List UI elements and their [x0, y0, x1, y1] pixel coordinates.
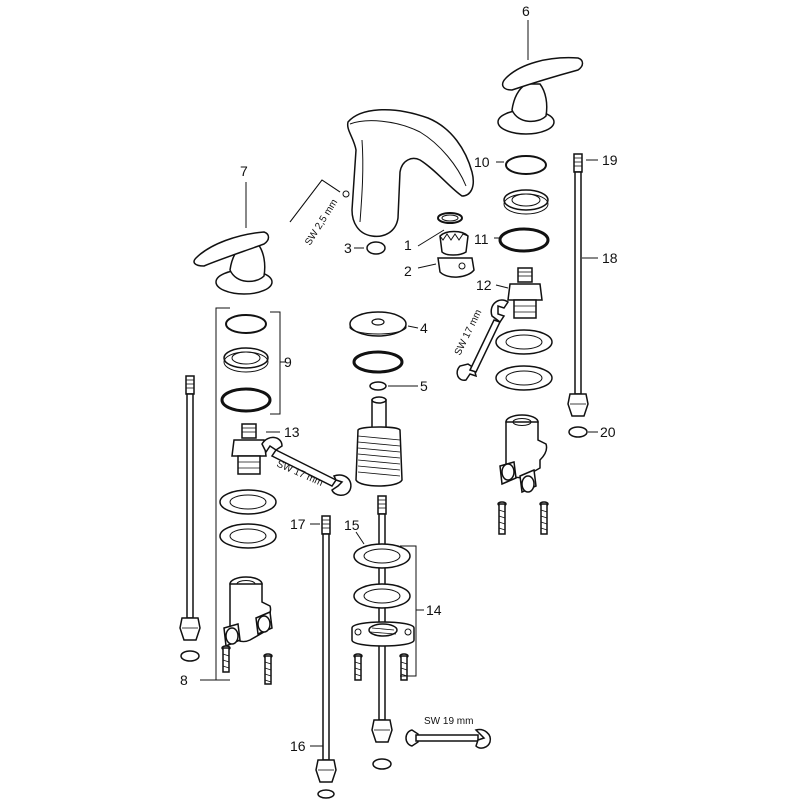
valve-body-right [499, 414, 548, 494]
tool-label-wrench-bottom: SW 19 mm [424, 716, 473, 727]
seal-washer-left [223, 347, 269, 373]
part-label-13: 13 [284, 424, 300, 440]
aerator [439, 230, 469, 256]
leader-1 [417, 229, 445, 247]
bracket-9 [270, 311, 281, 415]
part-label-9: 9 [284, 354, 292, 370]
hose-seal-right [568, 426, 588, 438]
part-label-1: 1 [404, 237, 412, 253]
part-label-16: 16 [290, 738, 306, 754]
screw-right-a [497, 501, 507, 535]
screw-left-a [221, 645, 231, 673]
gasket-right-light [495, 365, 553, 391]
handle-left [193, 231, 273, 295]
spout [346, 109, 474, 238]
hose-left [179, 375, 201, 641]
part-label-18: 18 [602, 250, 618, 266]
bracket-14 [400, 545, 417, 677]
leader-12 [495, 284, 509, 289]
oring-left-top [225, 314, 267, 334]
part-label-19: 19 [602, 152, 618, 168]
gasket-right-dark [495, 329, 553, 355]
part-label-11: 11 [474, 231, 489, 247]
flange-disc [349, 311, 407, 337]
part-label-3: 3 [344, 240, 352, 256]
gasket-center-dark [353, 543, 411, 569]
aerator-holder [437, 257, 475, 278]
oring-left-large [220, 387, 272, 413]
part-label-15: 15 [344, 517, 360, 533]
mounting-plate [351, 621, 415, 647]
aerator-oring [437, 212, 463, 224]
gasket-center-light [353, 583, 411, 609]
screw-center-b [399, 653, 409, 681]
small-oring-5 [369, 381, 387, 391]
hex-key-icon [289, 179, 350, 223]
small-oring [366, 241, 386, 255]
handle-right [497, 56, 584, 135]
valve-cartridge-left [231, 423, 267, 475]
gasket-left-light [219, 523, 277, 549]
part-label-12: 12 [476, 277, 492, 293]
wrench-left-icon [261, 436, 352, 496]
wrench-bottom-icon [405, 728, 492, 749]
hose-right [567, 153, 589, 417]
center-rod [371, 495, 393, 743]
part-label-4: 4 [420, 320, 428, 336]
part-label-14: 14 [426, 602, 442, 618]
gasket-left-dark [219, 489, 277, 515]
drain-stem [355, 396, 403, 487]
part-label-10: 10 [474, 154, 490, 170]
part-label-20: 20 [600, 424, 616, 440]
oring-right-11 [498, 227, 550, 253]
screw-right-b [539, 501, 549, 535]
seal-washer-right [503, 189, 549, 215]
tool-label-hex-key: SW 2,5 mm [303, 197, 340, 247]
oring-center [352, 350, 404, 374]
leader-2 [417, 263, 437, 269]
part-label-8: 8 [180, 672, 188, 688]
leader-15 [355, 531, 365, 545]
hose-seal-left [180, 650, 200, 662]
center-seal [372, 758, 392, 770]
oring-right-10 [505, 155, 547, 175]
screw-left-b [263, 653, 273, 685]
leader-4 [407, 325, 419, 329]
part-label-2: 2 [404, 263, 412, 279]
hose-bottom [315, 515, 337, 783]
screw-center-a [353, 653, 363, 681]
part-label-17: 17 [290, 516, 306, 532]
part-label-6: 6 [522, 3, 530, 19]
valve-body-left [223, 576, 273, 648]
part-label-7: 7 [240, 163, 248, 179]
hose-seal-bottom [317, 789, 335, 799]
valve-cartridge-right [507, 267, 543, 319]
bracket-8 [215, 307, 230, 681]
wrench-right-icon [456, 299, 510, 381]
part-label-5: 5 [420, 378, 428, 394]
